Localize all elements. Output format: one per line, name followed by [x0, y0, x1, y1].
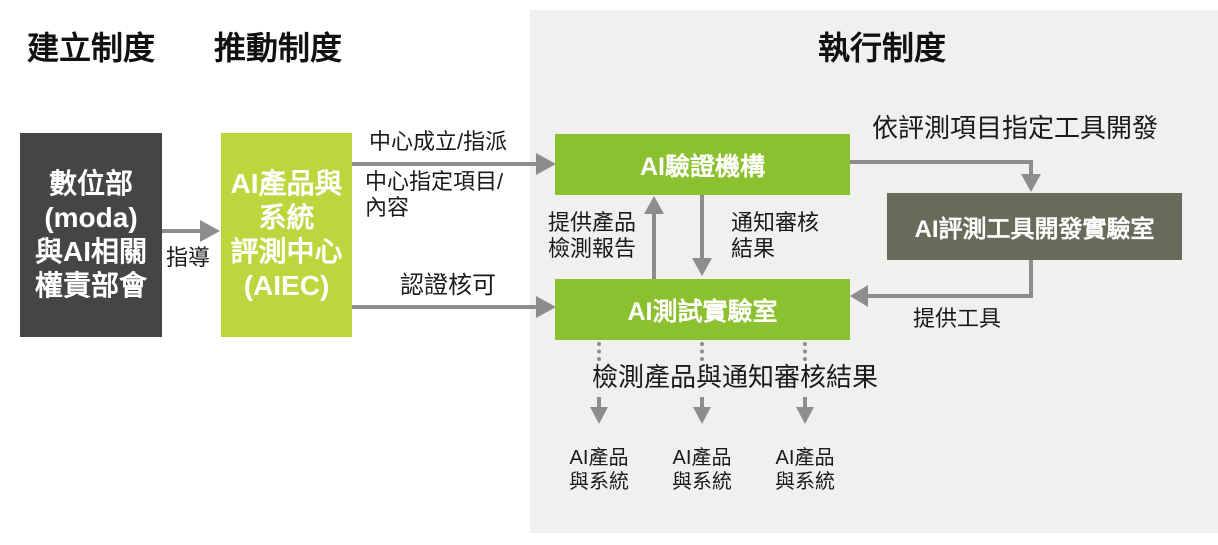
- section-header-establish: 建立制度: [27, 30, 156, 66]
- notify-arrow-label-line: 通知審核: [731, 210, 820, 235]
- establish-arrow-head-icon: [536, 153, 556, 175]
- moda-box-line: 數位部: [48, 168, 133, 199]
- product-arrow-head-icon: [796, 407, 814, 424]
- tool-dev-lab-box: AI評測工具開發實驗室: [887, 193, 1182, 260]
- tool-dev-arrow-label: 依評測項目指定工具開發: [872, 113, 1159, 143]
- establish-arrow-line: [352, 162, 538, 166]
- provide-tool-arrow-head-icon: [850, 285, 868, 307]
- report-arrow-label-line: 檢測報告: [548, 236, 637, 261]
- tool-dev-arrow-vline: [1029, 160, 1033, 176]
- verification-body-label: AI驗證機構: [639, 152, 765, 181]
- dotted-line: [700, 342, 704, 361]
- product-item: AI產品 與系統: [765, 446, 845, 494]
- notify-arrow-head-icon: [692, 258, 712, 276]
- tool-dev-arrow-head-icon: [1021, 174, 1041, 192]
- test-lab-box: AI測試實驗室: [555, 279, 850, 340]
- provide-tool-arrow-label: 提供工具: [913, 306, 1002, 331]
- product-item-line: AI產品: [672, 447, 732, 469]
- section-header-execute: 執行制度: [818, 30, 947, 66]
- report-arrow-label: 提供產品 檢測報告: [548, 210, 636, 262]
- moda-box-line: 權責部會: [34, 270, 147, 301]
- product-arrow-head-icon: [590, 407, 608, 424]
- product-item: AI產品 與系統: [662, 446, 742, 494]
- assign-arrow-label-line: 內容: [365, 195, 410, 220]
- product-arrow-stub: [700, 397, 704, 408]
- tool-dev-arrow-hline: [850, 160, 1033, 164]
- product-item-line: 與系統: [569, 471, 629, 493]
- assign-arrow-label-line: 中心指定項目/: [365, 169, 504, 194]
- notify-arrow-label-line: 結果: [731, 236, 776, 261]
- aiec-box-line: 評測中心: [230, 236, 343, 267]
- certify-arrow-head-icon: [536, 296, 556, 318]
- product-item-line: AI產品: [775, 447, 835, 469]
- provide-tool-arrow-vline: [1029, 260, 1033, 298]
- guide-arrow-label: 指導: [166, 245, 211, 270]
- aiec-box-line: (AIEC): [243, 270, 330, 301]
- product-item-line: 與系統: [775, 471, 835, 493]
- tool-dev-lab-label: AI評測工具開發實驗室: [914, 216, 1155, 243]
- moda-box-line: (moda): [44, 202, 138, 233]
- product-item: AI產品 與系統: [559, 446, 639, 494]
- report-arrow-label-line: 提供產品: [548, 210, 637, 235]
- execute-section-panel: [530, 10, 1218, 533]
- product-arrow-stub: [803, 397, 807, 408]
- guide-arrow-line: [162, 229, 202, 233]
- certify-arrow-label: 認證核可: [400, 272, 496, 299]
- report-arrow-line: [652, 212, 656, 279]
- aiec-box: AI產品與 系統 評測中心 (AIEC): [221, 133, 352, 337]
- moda-box-line: 與AI相關: [34, 236, 147, 267]
- inspect-notify-label: 檢測產品與通知審核結果: [592, 362, 879, 392]
- test-lab-label: AI測試實驗室: [627, 297, 778, 326]
- verification-body-box: AI驗證機構: [555, 134, 850, 195]
- dotted-line: [597, 342, 601, 361]
- product-item-line: 與系統: [672, 471, 732, 493]
- notify-arrow-line: [700, 195, 704, 259]
- establish-arrow-label: 中心成立/指派: [369, 129, 508, 154]
- guide-arrow-head-icon: [200, 220, 220, 242]
- product-arrow-stub: [597, 397, 601, 408]
- certify-arrow-line: [352, 305, 538, 309]
- aiec-box-line: AI產品與: [230, 168, 343, 199]
- product-item-line: AI產品: [569, 447, 629, 469]
- moda-box: 數位部 (moda) 與AI相關 權責部會: [20, 133, 162, 337]
- provide-tool-arrow-hline: [868, 294, 1033, 298]
- product-arrow-head-icon: [693, 407, 711, 424]
- report-arrow-head-icon: [644, 196, 664, 214]
- notify-arrow-label: 通知審核 結果: [731, 210, 819, 262]
- dotted-line: [803, 342, 807, 361]
- assign-arrow-label: 中心指定項目/ 內容: [365, 169, 503, 221]
- aiec-box-line: 系統: [258, 202, 315, 233]
- section-header-promote: 推動制度: [214, 30, 343, 66]
